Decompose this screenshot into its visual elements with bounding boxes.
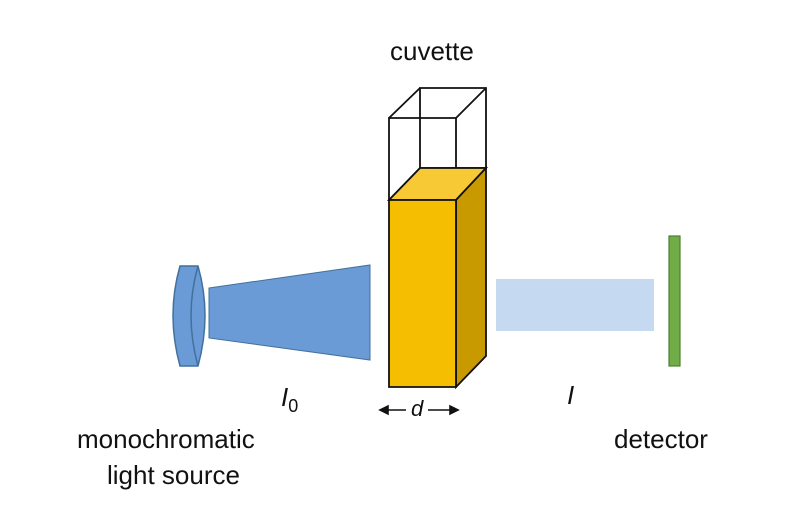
path-length-label: d (411, 396, 424, 421)
incident-symbol: I (281, 382, 289, 412)
detector-plate (668, 235, 681, 367)
detector-label: detector (614, 424, 708, 454)
incident-beam (208, 264, 371, 361)
arrow-right-head (449, 404, 460, 416)
cuvette-sample-front (388, 199, 457, 388)
source-label-line1: monochromatic (77, 424, 255, 454)
arrow-left-head (378, 404, 389, 416)
path-length-arrows (378, 404, 460, 416)
cuvette-label: cuvette (390, 36, 474, 66)
cuvette-sample (386, 165, 489, 390)
source-label-line2: light source (107, 460, 240, 490)
cuvette-frame-back (419, 87, 487, 169)
lens-edge (190, 265, 199, 367)
transmitted-beam (496, 279, 654, 331)
lens-body (172, 265, 206, 367)
light-source-lens (172, 265, 206, 367)
cuvette-edge-tl (388, 87, 421, 119)
incident-intensity-label: I0 (281, 384, 298, 415)
incident-subscript: 0 (288, 396, 299, 416)
transmitted-intensity-label: I (567, 380, 575, 410)
cuvette-sample-side (455, 165, 487, 390)
cuvette-edge-tr (455, 87, 487, 119)
